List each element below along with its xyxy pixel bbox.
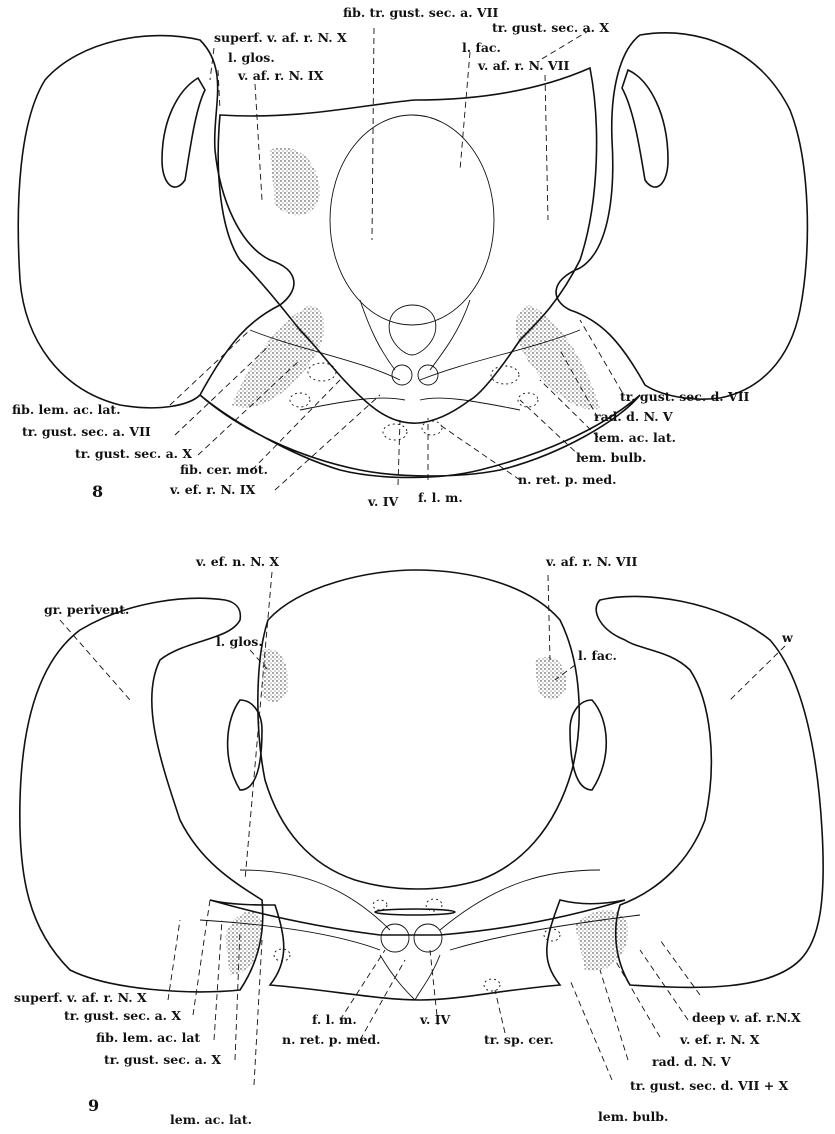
label-rad-d-n-v: rad. d. N. V [594, 411, 673, 424]
label-fib-cer-mot: fib. cer. mot. [180, 464, 268, 477]
label-lem-ac-lat: lem. ac. lat. [594, 432, 676, 445]
label-tr-gust-sec-a-x-2: tr. gust. sec. a. X [104, 1054, 221, 1067]
label-v-af-r-n-vii: v. af. r. N. VII [546, 556, 637, 569]
label-lem-bulb: lem. bulb. [598, 1111, 668, 1124]
label-v-ef-r-n-ix: v. ef. r. N. IX [170, 484, 255, 497]
fig8-nucleus-right2 [518, 393, 538, 407]
fig9-flm-right [414, 924, 442, 952]
fig8-nucleus-ventral2 [422, 421, 442, 435]
label-fib-lem-ac-lat: fib. lem. ac. lat [96, 1032, 200, 1045]
fig8-right-cavity [622, 70, 668, 187]
label-fib-lem-ac-lat: fib. lem. ac. lat. [12, 404, 121, 417]
fig8-flm-left [392, 365, 412, 385]
fig8-central-oval [330, 115, 494, 325]
label-rad-d-n-v: rad. d. N. V [652, 1056, 731, 1069]
label-n-ret-p-med: n. ret. p. med. [282, 1034, 381, 1047]
label-v-iv: v. IV [420, 1014, 450, 1027]
fig9-lglos-stipple [262, 649, 288, 702]
label-tr-gust-sec-a-x-top: tr. gust. sec. a. X [492, 22, 609, 35]
label-v-af-r-n-ix: v. af. r. N. IX [238, 70, 323, 83]
fig8-flm-right [418, 365, 438, 385]
label-v-ef-r-n-x: v. ef. r. N. X [680, 1034, 759, 1047]
fig9-left-stipple [225, 912, 262, 975]
fig8-left-cavity [162, 78, 205, 187]
figure-8-section [18, 33, 807, 478]
label-l-glos: l. glos. [228, 52, 275, 65]
label-tr-gust-sec-a-x-bottom: tr. gust. sec. a. X [75, 448, 192, 461]
label-lem-bulb: lem. bulb. [576, 452, 646, 465]
label-f-l-m: f. l. m. [312, 1014, 357, 1027]
label-v-af-r-n-vii: v. af. r. N. VII [478, 60, 569, 73]
fig9-right-lobe [596, 596, 823, 987]
fig9-right-notch [570, 700, 606, 790]
label-tr-gust-sec-d-vii: tr. gust. sec. d. VII [620, 391, 749, 404]
fig8-nucleus-ventral [383, 424, 407, 440]
fig8-right-stipple [516, 305, 600, 409]
label-tr-gust-sec-a-x-1: tr. gust. sec. a. X [64, 1010, 181, 1023]
fig9-flm-left [381, 924, 409, 952]
label-lem-ac-lat: lem. ac. lat. [170, 1114, 252, 1127]
label-tr-gust-sec-d-vii-x: tr. gust. sec. d. VII + X [630, 1080, 788, 1093]
fig8-left-lobe [18, 36, 294, 408]
fig9-medulla [258, 570, 579, 889]
fig9-ventricle-slit [375, 909, 455, 915]
label-superf-v-af-r-n-x: superf. v. af. r. N. X [14, 992, 147, 1005]
fig8-left-glos-stipple [270, 147, 320, 215]
label-l-fac: l. fac. [462, 42, 501, 55]
label-l-fac: l. fac. [578, 650, 617, 663]
fig8-nucleus-left2 [290, 393, 310, 407]
figure-9-section [20, 570, 823, 1000]
fig9-nucleus-ventral [484, 979, 500, 991]
label-f-l-m: f. l. m. [418, 492, 463, 505]
label-v-iv: v. IV [368, 496, 398, 509]
label-tr-sp-cer: tr. sp. cer. [484, 1034, 554, 1047]
label-v-ef-n-n-x: v. ef. n. N. X [196, 556, 279, 569]
label-superf-v-af-r-n-x: superf. v. af. r. N. X [214, 32, 347, 45]
label-tr-gust-sec-a-vii: tr. gust. sec. a. VII [22, 426, 151, 439]
fig8-left-stipple [232, 305, 324, 408]
label-deep-v-af-r-n-x: deep v. af. r.N.X [692, 1012, 801, 1025]
fig9-nucleus-right [544, 929, 560, 941]
label-gr-perivent: gr. perivent. [44, 604, 129, 617]
figure-9-number: 9 [88, 1096, 99, 1115]
fig8-ventricle [389, 305, 436, 355]
fig9-lfac-stipple [535, 657, 566, 699]
label-w: w [782, 632, 793, 645]
figure-8-number: 8 [92, 482, 103, 501]
fig9-nucleus-top2 [373, 900, 387, 910]
label-l-glos: l. glos. [216, 636, 263, 649]
label-n-ret-p-med: n. ret. p. med. [518, 474, 617, 487]
label-fib-tr-gust-sec-a-vii: fib. tr. gust. sec. a. VII [343, 7, 498, 20]
